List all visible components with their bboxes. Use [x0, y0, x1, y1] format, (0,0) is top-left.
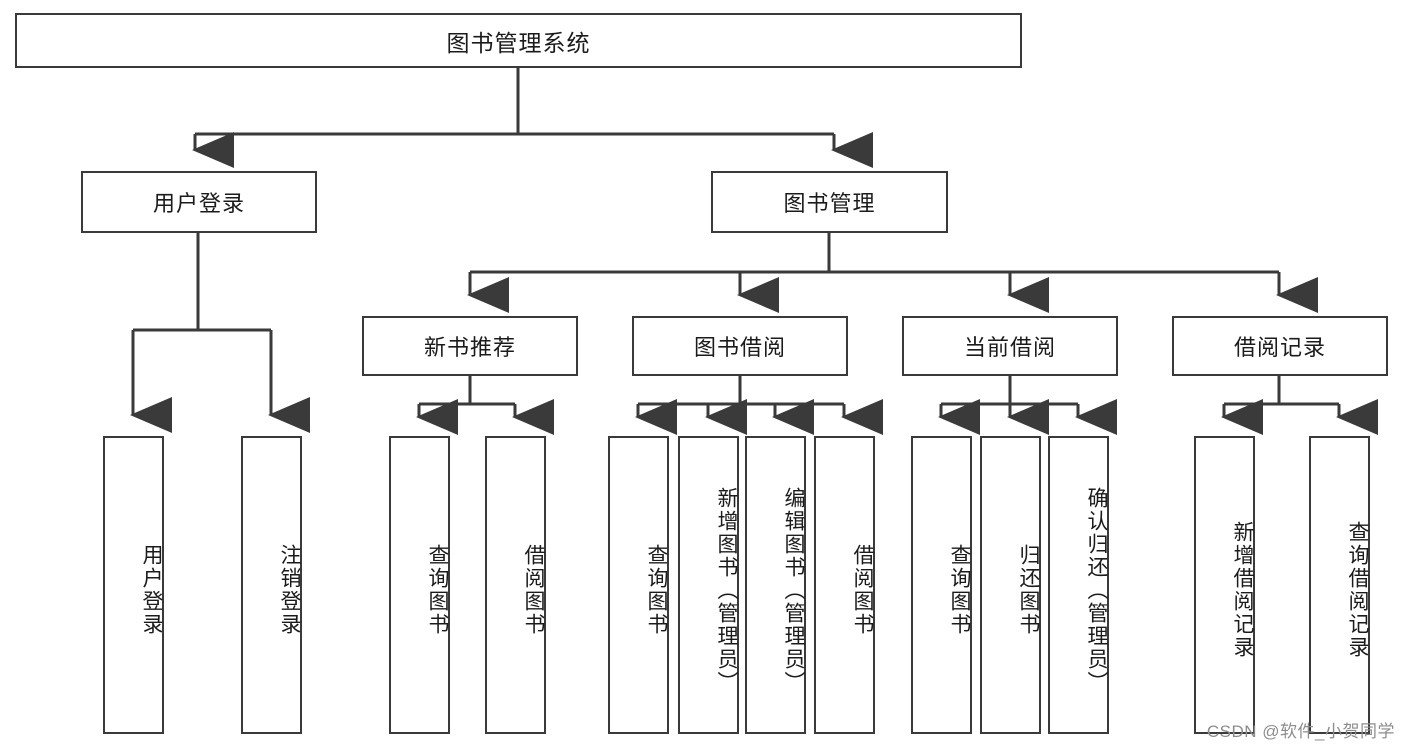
node-leaf-logout-login[interactable]: 注销登录	[241, 436, 302, 734]
node-root-book-management-system[interactable]: 图书管理系统	[15, 13, 1022, 68]
node-leaf-add-book-admin[interactable]: 新增图书（管理员）	[678, 436, 739, 734]
node-user-login[interactable]: 用户登录	[81, 171, 317, 233]
node-label: 借阅图书	[851, 544, 874, 636]
node-label: 用户登录	[140, 544, 163, 636]
node-leaf-add-borrow-record[interactable]: 新增借阅记录	[1194, 436, 1255, 734]
node-label: 图书管理系统	[446, 29, 591, 56]
node-label: 借阅记录	[1233, 335, 1326, 360]
node-label: 新增借阅记录	[1231, 521, 1254, 659]
node-label: 查询图书	[426, 544, 449, 636]
node-label: 编辑图书（管理员）	[782, 486, 805, 694]
node-label: 确认归还（管理员）	[1085, 486, 1108, 694]
node-label: 新书推荐	[423, 335, 516, 360]
node-label: 图书管理	[783, 191, 876, 216]
node-leaf-return-book[interactable]: 归还图书	[980, 436, 1041, 734]
node-book-borrow[interactable]: 图书借阅	[632, 316, 848, 376]
node-label: 图书借阅	[693, 335, 786, 360]
node-new-book-recommend[interactable]: 新书推荐	[362, 316, 578, 376]
node-leaf-borrow-book-2[interactable]: 借阅图书	[814, 436, 875, 734]
node-leaf-query-book-2[interactable]: 查询图书	[608, 436, 669, 734]
node-borrow-record[interactable]: 借阅记录	[1172, 316, 1388, 376]
node-label: 当前借阅	[963, 335, 1056, 360]
node-label: 归还图书	[1017, 544, 1040, 636]
node-leaf-borrow-book-1[interactable]: 借阅图书	[485, 436, 546, 734]
node-label: 查询图书	[948, 544, 971, 636]
node-label: 查询图书	[645, 544, 668, 636]
node-leaf-confirm-return-admin[interactable]: 确认归还（管理员）	[1048, 436, 1109, 734]
node-label: 新增图书（管理员）	[715, 486, 738, 694]
node-leaf-query-book-3[interactable]: 查询图书	[911, 436, 972, 734]
node-label: 注销登录	[278, 544, 301, 636]
node-label: 借阅图书	[522, 544, 545, 636]
node-leaf-query-book-1[interactable]: 查询图书	[389, 436, 450, 734]
node-book-management[interactable]: 图书管理	[711, 171, 948, 233]
node-leaf-user-login[interactable]: 用户登录	[103, 436, 164, 734]
node-leaf-edit-book-admin[interactable]: 编辑图书（管理员）	[745, 436, 806, 734]
node-current-borrow[interactable]: 当前借阅	[902, 316, 1118, 376]
node-label: 用户登录	[152, 191, 245, 216]
node-leaf-query-borrow-record[interactable]: 查询借阅记录	[1309, 436, 1370, 734]
node-label: 查询借阅记录	[1346, 521, 1369, 659]
